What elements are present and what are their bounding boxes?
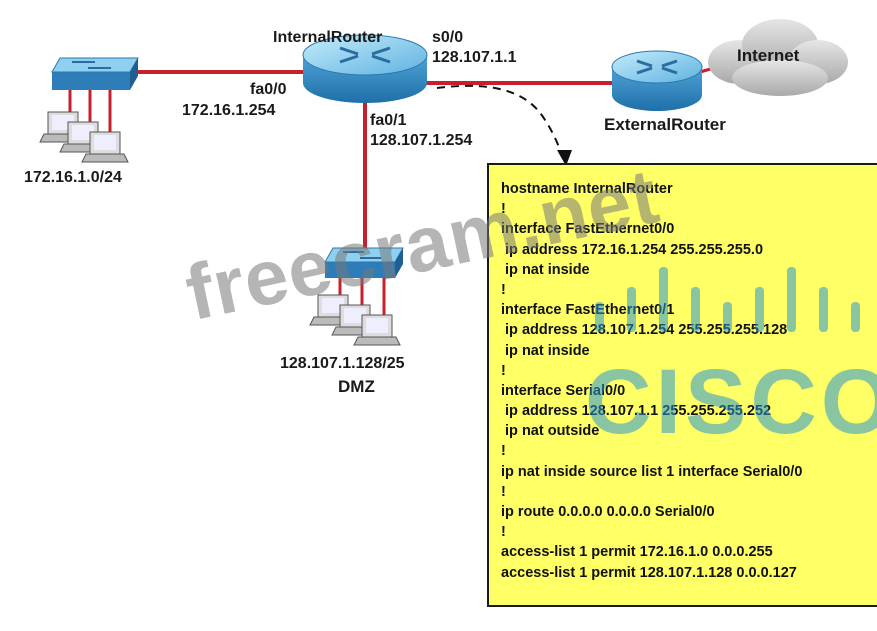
config-line: ! [501, 524, 506, 541]
config-line: ip address 128.107.1.1 255.255.255.252 [501, 403, 772, 420]
config-line: ! [501, 362, 506, 379]
fa0-1-interface-label: fa0/1 [370, 112, 407, 129]
router-config-panel: hostname InternalRouter ! interface Fast… [487, 163, 877, 607]
lan-switch-icon [51, 57, 139, 90]
internal-router-label: InternalRouter [273, 29, 383, 46]
config-line: ip address 172.16.1.254 255.255.255.0 [501, 241, 764, 258]
config-line: ip nat outside [501, 423, 600, 440]
config-lines-list: hostname InternalRouter ! interface Fast… [489, 165, 877, 583]
config-pointer-arrow [436, 84, 566, 163]
config-line: ip nat inside [501, 261, 590, 278]
internal-router-icon [302, 34, 428, 103]
arrowhead-icon [557, 150, 572, 166]
dmz-switch-icon [324, 247, 404, 278]
config-line: ip nat inside [501, 342, 590, 359]
config-line: ! [501, 201, 506, 218]
internet-label: Internet [737, 46, 800, 65]
config-line: access-list 1 permit 128.107.1.128 0.0.0… [501, 564, 797, 581]
external-router-icon [611, 50, 703, 111]
s0-0-ip-label: 128.107.1.1 [432, 49, 517, 66]
config-line: ip nat inside source list 1 interface Se… [501, 463, 803, 480]
config-line: interface FastEthernet0/1 [501, 302, 675, 319]
config-line: ! [501, 483, 506, 500]
config-line: hostname InternalRouter [501, 181, 673, 197]
config-line: ! [501, 281, 506, 298]
config-line: interface FastEthernet0/0 [501, 221, 675, 238]
dmz-label: DMZ [338, 377, 375, 396]
dmz-hosts-icon [309, 278, 401, 346]
config-line: ! [501, 443, 506, 460]
lan-subnet-label: 172.16.1.0/24 [24, 169, 122, 186]
lan-hosts-icon [39, 90, 129, 163]
external-router-label: ExternalRouter [604, 115, 726, 134]
cisco-bars-watermark-icon [595, 267, 860, 332]
config-line: interface Serial0/0 [501, 382, 626, 399]
dmz-subnet-label: 128.107.1.128/25 [280, 355, 405, 372]
config-line: ip route 0.0.0.0 0.0.0.0 Serial0/0 [501, 504, 715, 520]
internet-cloud-icon [708, 19, 848, 96]
fa0-0-interface-label: fa0/0 [250, 81, 287, 98]
fa0-0-ip-label: 172.16.1.254 [182, 102, 276, 119]
s0-0-interface-label: s0/0 [432, 29, 464, 46]
config-line: access-list 1 permit 172.16.1.0 0.0.0.25… [501, 544, 773, 561]
fa0-1-ip-label: 128.107.1.254 [370, 132, 473, 149]
